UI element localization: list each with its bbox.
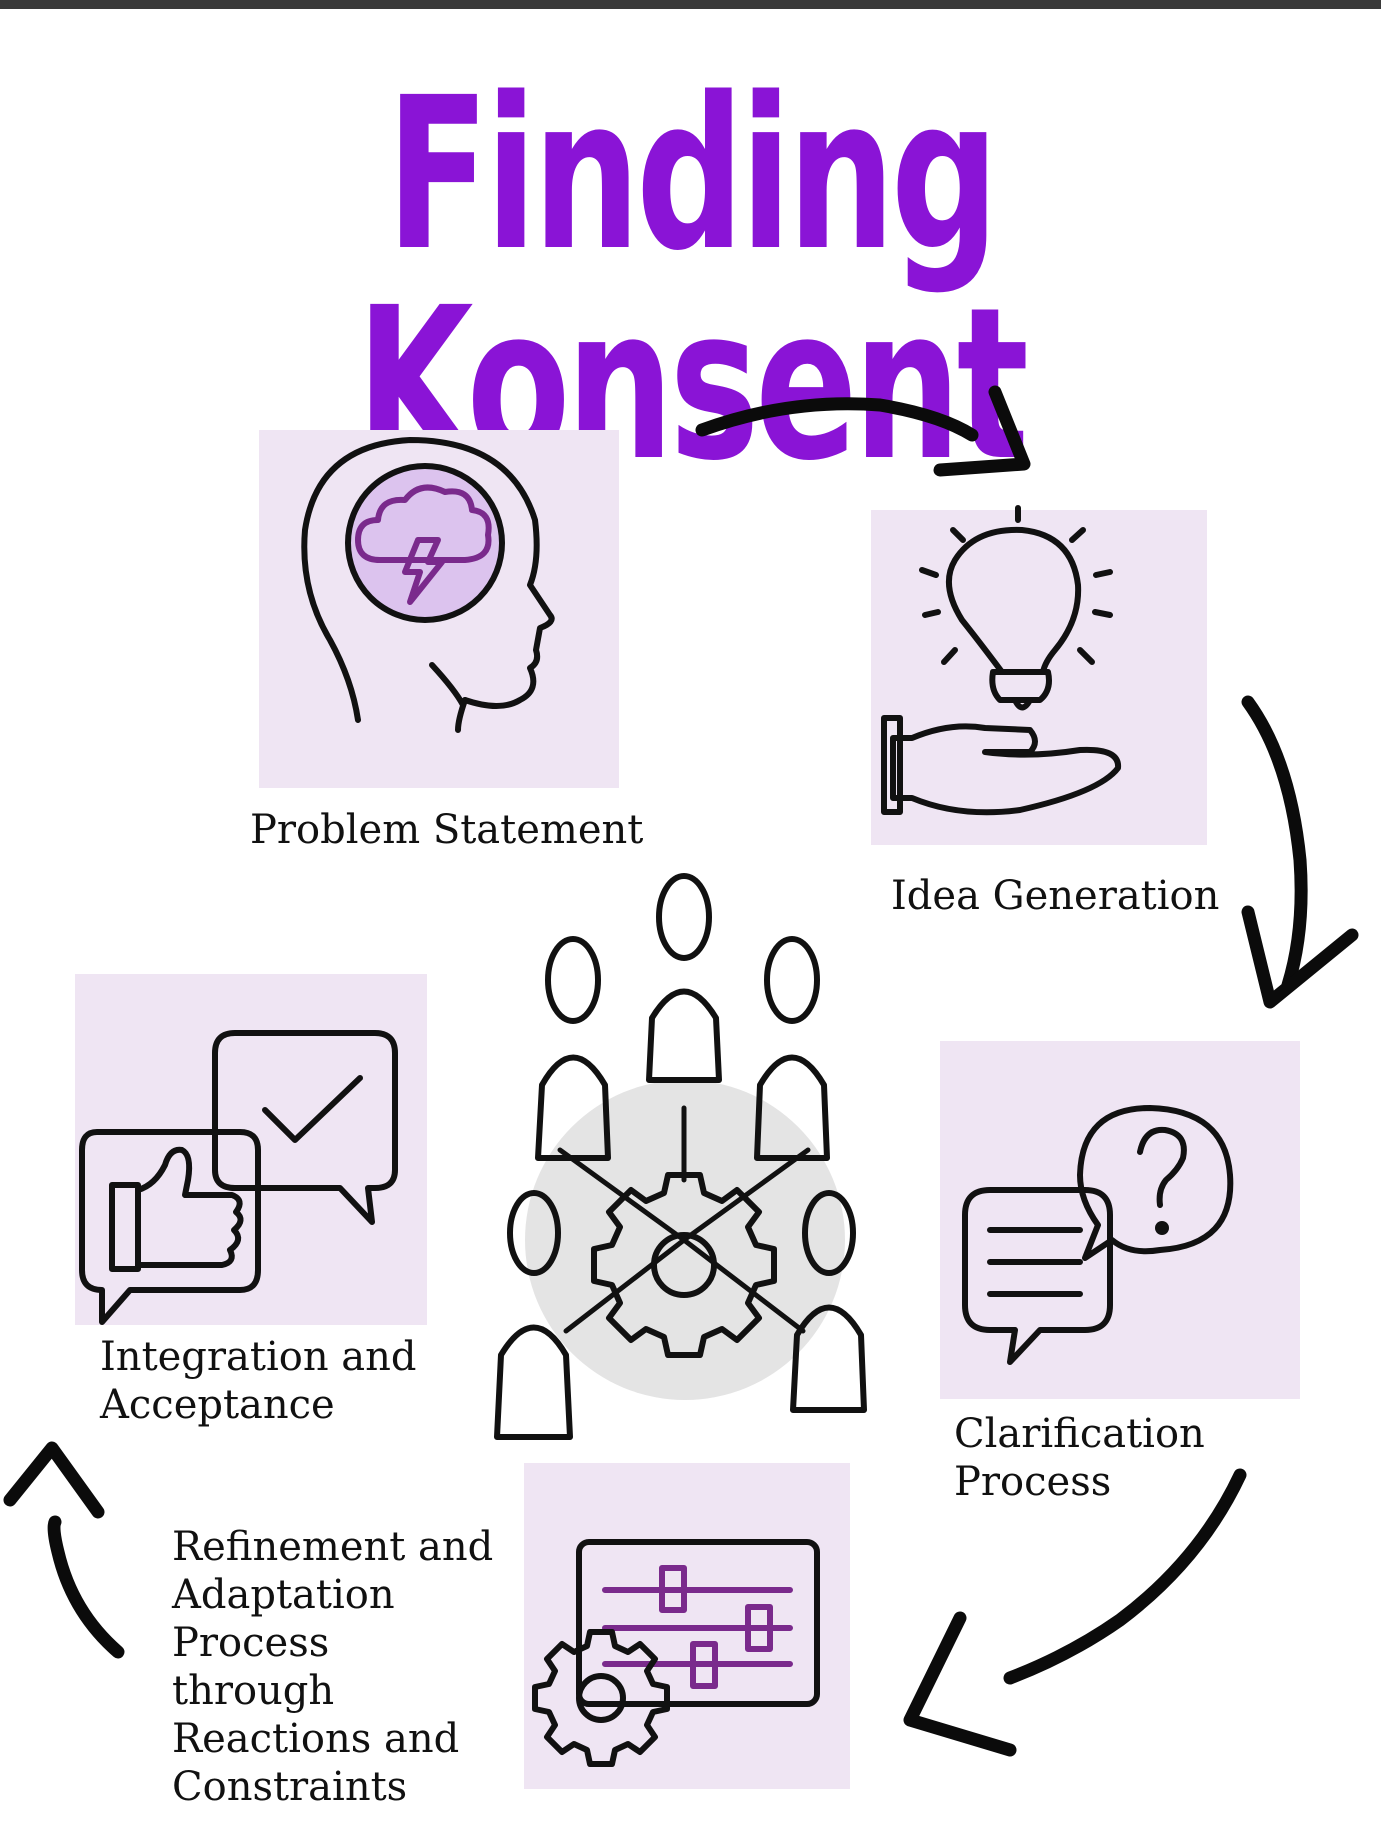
step-label-integration: Integration and Acceptance [100, 1334, 417, 1428]
team-gear-icon [494, 873, 867, 1440]
arrow-refinement-to-integration [3, 1441, 125, 1659]
step-label-idea-generation: Idea Generation [891, 873, 1220, 919]
clarification-card [940, 1041, 1300, 1399]
arrow-idea-to-clarification [1241, 695, 1359, 1009]
sliders-gear-icon [532, 1539, 820, 1767]
question-speech-bubbles-icon [962, 1105, 1234, 1365]
head-brainstorm-icon [301, 437, 555, 733]
arrow-problem-to-idea [695, 385, 1031, 477]
step-label-refinement: Refinement and Adaptation Process throug… [172, 1524, 494, 1810]
hand-lightbulb-icon [881, 505, 1122, 816]
top-bar [0, 0, 1381, 9]
idea-card [871, 510, 1207, 845]
step-label-clarification: Clarification Process [954, 1411, 1205, 1505]
step-label-problem-statement: Problem Statement [250, 807, 644, 853]
thumbs-up-checkmark-icon [79, 1030, 398, 1325]
arrow-clarification-to-refinement [903, 1468, 1247, 1757]
